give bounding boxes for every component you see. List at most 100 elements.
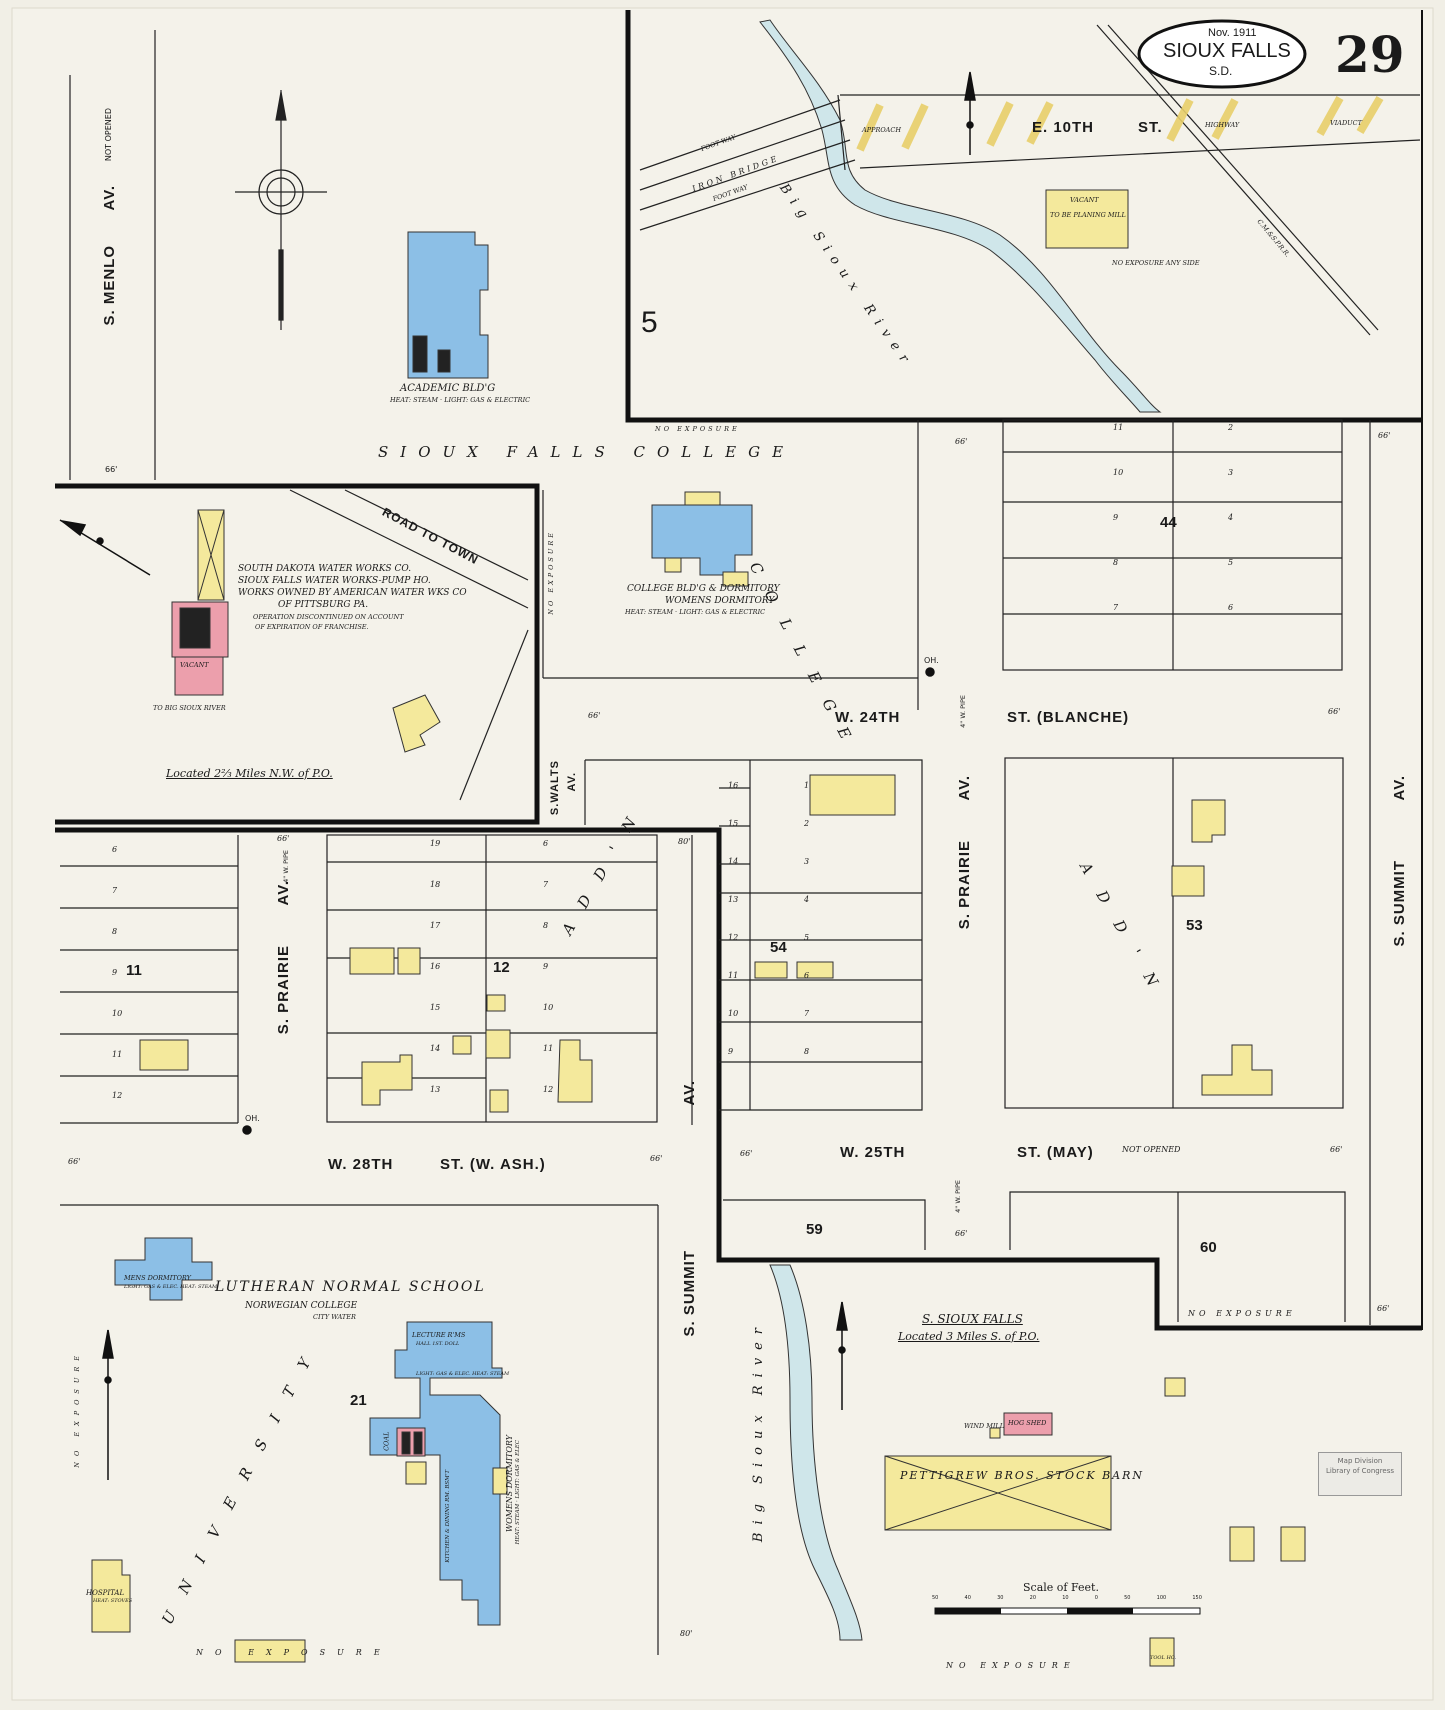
label-viaduct: VIADUCT: [1330, 119, 1362, 127]
hall-label: HALL 1ST. DOLL: [416, 1341, 460, 1347]
width-66-h: 66': [1330, 1145, 1343, 1154]
section-number-5: 5: [641, 306, 658, 339]
lot-number: 7: [543, 880, 549, 889]
lot-number: 4: [1228, 513, 1234, 522]
lecture-rooms: LECTURE R'MS: [412, 1331, 466, 1339]
scale-tick: 10: [1062, 1595, 1069, 1601]
stamp-line-1: Map Division: [1337, 1457, 1383, 1465]
street-w-25th: W. 25TH: [840, 1144, 906, 1161]
water-works-4: OF PITTSBURG PA.: [278, 600, 369, 610]
street-s-walts-av: AV.: [566, 772, 578, 792]
college-dorm-note: HEAT: STEAM · LIGHT: GAS & ELECTRIC: [625, 608, 766, 616]
label-approach: APPROACH: [862, 126, 901, 134]
lot-number: 6: [804, 971, 810, 980]
street-s-prairie-lower: S. PRAIRIE: [275, 945, 292, 1035]
city-water: CITY WATER: [313, 1313, 356, 1321]
block-21: 21: [350, 1392, 367, 1409]
scale-tick: 20: [1029, 1595, 1037, 1601]
block-11: 11: [126, 962, 142, 979]
width-66-d: 66': [1328, 707, 1341, 716]
block-59: 59: [806, 1221, 823, 1238]
lot-number: 19: [430, 839, 441, 848]
street-s-summit-lower-av: AV.: [681, 1080, 698, 1106]
lot-number: 5: [1228, 558, 1234, 567]
width-80-b: 80': [680, 1629, 693, 1638]
block-60: 60: [1200, 1239, 1217, 1256]
lot-number: 8: [804, 1047, 810, 1056]
width-66-menlo: 66': [105, 465, 118, 474]
scale-tick: 40: [964, 1595, 971, 1601]
north-arrow-compass: [235, 90, 327, 330]
hog-shed-label: HOG SHED: [1008, 1419, 1047, 1427]
scale-tick: 0: [1094, 1595, 1098, 1601]
block-12: 12: [493, 959, 510, 976]
width-66-i: 66': [955, 1229, 968, 1238]
lutheran-main-building: [369, 1321, 503, 1626]
womens-dorm-2-note: HEAT: STEAM · LIGHT: GAS & ELEC: [515, 1440, 521, 1545]
lot-number: 9: [543, 962, 549, 971]
womens-dorm-2: WOMENS DORMITORY: [505, 1435, 514, 1533]
header-date: Nov. 1911: [1208, 27, 1257, 39]
mens-dorm-note: LIGHT: GAS & ELEC. HEAT: STEAM: [124, 1284, 218, 1290]
water-works-2: SIOUX FALLS WATER WORKS-PUMP HO.: [238, 576, 431, 586]
scale-tick: 30: [997, 1595, 1004, 1601]
scale-tick: 50: [932, 1595, 939, 1601]
hog-shed: [1003, 1412, 1053, 1436]
hospital-note: HEAT: STOVES: [93, 1598, 133, 1604]
block-54: 54: [770, 939, 787, 956]
no-exposure-bottom-right: NO EXPOSURE: [946, 1661, 1076, 1670]
pipe-label-1: 4" W. PIPE: [959, 695, 967, 728]
lot-number: 13: [728, 895, 739, 904]
planing-mill-vacant: [1045, 189, 1129, 249]
menlo-not-opened: NOT OPENED: [104, 108, 113, 162]
located-south: Located 3 Miles S. of P.O.: [898, 1330, 1040, 1343]
street-w-24th: W. 24TH: [835, 709, 901, 726]
stock-barn-label: PETTIGREW BROS. STOCK BARN: [900, 1469, 1145, 1482]
lot-number: 10: [543, 1003, 554, 1012]
lot-number: 12: [112, 1091, 123, 1100]
street-e-10th-st: ST.: [1138, 119, 1163, 136]
lot-number: 9: [728, 1047, 734, 1056]
lot-number: 14: [430, 1044, 441, 1053]
width-66-c: 66': [588, 711, 601, 720]
no-exposure-any-side: NO EXPOSURE ANY SIDE: [1112, 259, 1200, 267]
street-s-summit-right-av: AV.: [1391, 775, 1408, 801]
lot-number: 4: [804, 895, 810, 904]
street-s-prairie-upper: S. PRAIRIE: [956, 840, 973, 930]
sheet-number: 29: [1335, 25, 1405, 84]
block-53: 53: [1186, 917, 1203, 934]
planing-mill-label: TO BE PLANING MILL: [1050, 211, 1126, 219]
lot-number: 6: [543, 839, 549, 848]
lot-number: 3: [1228, 468, 1234, 477]
lot-number: 16: [728, 781, 739, 790]
lot-number: 10: [728, 1009, 739, 1018]
street-w-28th: W. 28TH: [328, 1156, 394, 1173]
academic-label: ACADEMIC BLD'G: [400, 383, 496, 394]
street-s-summit-lower: S. SUMMIT: [681, 1250, 698, 1337]
width-66-k: 66': [68, 1157, 81, 1166]
lot-number: 9: [112, 968, 118, 977]
lot-number: 13: [430, 1085, 441, 1094]
width-66-e: 66': [277, 834, 290, 843]
width-80-a: 80': [678, 837, 691, 846]
lot-number: 7: [1113, 603, 1119, 612]
street-s-prairie-upper-av: AV.: [956, 775, 973, 801]
width-66-f: 66': [650, 1154, 663, 1163]
oh-label-2: OH.: [245, 1114, 260, 1123]
scale-tick: 100: [1156, 1595, 1167, 1601]
lot-number: 17: [430, 921, 441, 930]
lot-number: 12: [728, 933, 739, 942]
street-e-10th: E. 10TH: [1032, 119, 1095, 136]
hospital: [91, 1559, 131, 1633]
width-66-g: 66': [740, 1149, 753, 1158]
lot-number: 6: [1228, 603, 1234, 612]
south-sioux-falls: S. SIOUX FALLS: [922, 1312, 1023, 1326]
lot-number: 11: [112, 1050, 123, 1059]
big-sioux-lower: Big Sioux River: [751, 1320, 766, 1543]
lot-number: 8: [112, 927, 118, 936]
street-w-25th-st: ST. (MAY): [1017, 1144, 1094, 1161]
width-66-j: 66': [1377, 1304, 1390, 1313]
lot-number: 7: [804, 1009, 810, 1018]
pipe-label-3: 4" W. PIPE: [954, 1180, 962, 1213]
